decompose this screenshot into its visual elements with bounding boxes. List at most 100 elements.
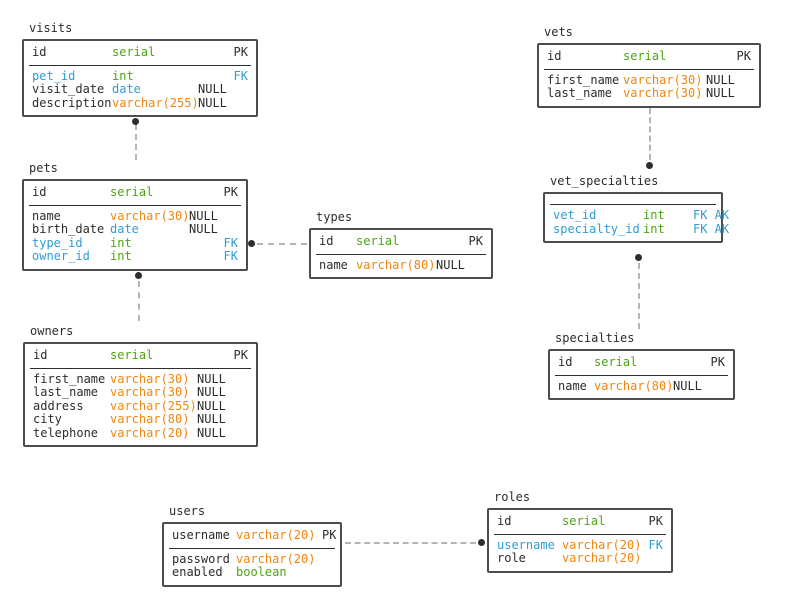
relation-pets-types-dot [248, 240, 255, 247]
table-types: types id serial PK name varchar(80) NULL [309, 210, 493, 279]
column-name: name [319, 257, 348, 272]
column-name: first_name [547, 72, 620, 87]
table-row: city varchar(80) NULL [33, 412, 248, 427]
column-null [322, 566, 332, 580]
divider [544, 68, 754, 70]
table-row: name varchar(30) NULL [32, 208, 238, 224]
column-null: NULL [706, 86, 735, 100]
relation-vet-specialties-specialties-dot [635, 254, 642, 261]
table-header-row: id serial PK [33, 348, 248, 363]
table-specialties-title: specialties [555, 331, 635, 345]
column-type: serial [112, 45, 156, 59]
divider [29, 204, 241, 206]
relation-visits-pets-dot [132, 118, 139, 125]
column-key: PK [648, 514, 663, 528]
column-type: varchar(20) [236, 551, 316, 566]
column-type: int [110, 235, 132, 250]
relation-pets-owners-dot [135, 272, 142, 279]
column-name: password [172, 551, 230, 566]
column-type: int [110, 249, 132, 263]
column-key: FK [223, 249, 238, 263]
relation-users-roles-dot [478, 539, 485, 546]
column-name: name [32, 208, 61, 223]
column-type: serial [110, 348, 154, 362]
table-specialties-box: id serial PK name varchar(80) NULL [548, 349, 735, 400]
table-owners-box: id serial PK first_name varchar(30) NULL… [23, 342, 258, 447]
column-type: varchar(30) [110, 385, 190, 399]
table-row: name varchar(80) NULL [558, 378, 725, 394]
relation-vet-specialties-specialties-line [638, 263, 640, 329]
column-key: FK [233, 68, 248, 83]
divider [29, 64, 251, 66]
column-type: varchar(20) [110, 425, 190, 440]
relation-pets-types-line [257, 243, 307, 245]
column-null: NULL [189, 208, 218, 223]
table-row: address varchar(255) NULL [33, 398, 248, 414]
column-name: last_name [33, 385, 99, 399]
column-name: id [497, 514, 512, 528]
table-users: users username varchar(20) PK password v… [162, 504, 342, 587]
divider [30, 367, 251, 369]
column-null [197, 349, 234, 363]
column-null [436, 235, 469, 249]
table-vet-specialties: vet_specialties vet_id int FK AK [543, 174, 729, 243]
table-vets-title: vets [544, 25, 573, 39]
table-row: owner_id int FK [32, 249, 238, 264]
column-type: boolean [236, 565, 287, 579]
column-name: owner_id [32, 249, 90, 263]
table-row: name varchar(80) NULL [319, 257, 483, 273]
column-name: name [558, 378, 587, 393]
column-name: username [497, 537, 555, 552]
column-key: PK [322, 528, 337, 542]
column-key: PK [736, 49, 751, 63]
table-row: last_name varchar(30) NULL [547, 86, 751, 101]
table-row: specialty_id int FK AK [553, 222, 729, 237]
column-type: varchar(255) [110, 398, 197, 413]
column-type: date [112, 82, 141, 96]
column-name: id [547, 49, 562, 63]
column-null [642, 552, 663, 566]
column-null: NULL [197, 398, 226, 413]
column-name: id [32, 185, 47, 199]
column-type: serial [356, 234, 400, 248]
table-users-box: username varchar(20) PK password varchar… [162, 522, 342, 587]
table-specialties: specialties id serial PK name varchar(80… [548, 331, 735, 400]
column-type: varchar(20) [562, 551, 642, 565]
relation-visits-pets-line [135, 124, 137, 160]
table-row: description varchar(255) NULL [32, 95, 248, 111]
column-name: vet_id [553, 208, 597, 222]
column-key: FK AK [693, 208, 730, 222]
table-row: enabled boolean [172, 565, 332, 580]
column-null: NULL [198, 95, 227, 110]
divider [169, 547, 335, 549]
column-name: last_name [547, 86, 613, 100]
column-null: NULL [197, 371, 226, 386]
table-visits-box: id serial PK pet_id int FK visit_date da… [22, 39, 258, 117]
column-type: varchar(80) [110, 412, 190, 426]
divider [550, 204, 716, 205]
table-row: last_name varchar(30) NULL [33, 385, 248, 400]
table-row: birth_date date NULL [32, 222, 238, 237]
column-null: NULL [436, 257, 465, 272]
table-row: visit_date date NULL [32, 82, 248, 97]
table-header-row: id serial PK [497, 514, 663, 529]
column-name: pet_id [32, 68, 76, 83]
column-type: varchar(30) [110, 371, 190, 386]
column-key: PK [233, 348, 248, 362]
column-type: varchar(30) [110, 208, 190, 223]
column-key: FK AK [693, 221, 730, 236]
table-header-row: id serial PK [32, 45, 248, 60]
column-type: int [643, 208, 665, 222]
column-type: varchar(30) [623, 86, 703, 100]
table-types-box: id serial PK name varchar(80) NULL [309, 228, 493, 279]
table-visits-title: visits [29, 21, 73, 35]
column-name: visit_date [32, 82, 105, 96]
divider [555, 374, 728, 376]
table-visits: visits id serial PK pet_id int FK [22, 21, 258, 117]
column-type: serial [110, 185, 154, 199]
table-row: vet_id int FK AK [553, 208, 729, 223]
column-name: telephone [33, 425, 99, 440]
table-row: first_name varchar(30) NULL [33, 371, 248, 387]
column-null: NULL [189, 222, 218, 236]
